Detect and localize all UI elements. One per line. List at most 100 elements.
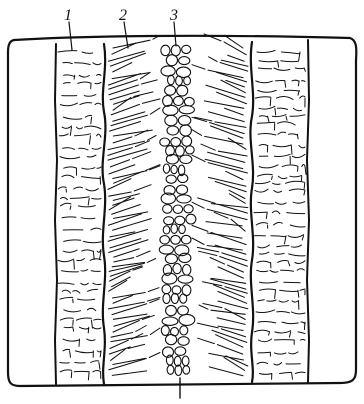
equiaxed-grain: [176, 76, 183, 85]
grain-boundary: [84, 95, 96, 97]
grain-boundary: [258, 352, 270, 353]
equiaxed-grain: [173, 205, 182, 213]
equiaxed-grain: [179, 225, 186, 234]
grain-boundary: [58, 187, 66, 189]
grain-boundary: [286, 116, 287, 120]
grain-boundary: [305, 167, 306, 175]
grain-boundary: [258, 134, 276, 135]
grain-boundary: [304, 68, 305, 71]
grain-boundary: [274, 68, 290, 70]
grain-boundary: [82, 177, 101, 179]
grain-boundary: [278, 132, 286, 134]
equiaxed-grain: [172, 286, 181, 294]
grain-boundary: [288, 235, 303, 238]
grain-boundary: [259, 116, 267, 117]
columnar-crystal: [134, 185, 151, 191]
grain-boundary: [254, 212, 267, 213]
grain-boundary: [77, 259, 85, 261]
grain-boundary: [289, 254, 305, 256]
equiaxed-grain: [180, 326, 188, 335]
grain-boundary: [62, 175, 74, 178]
columnar-crystal: [111, 333, 133, 338]
grain-boundary: [255, 97, 270, 98]
grain-boundary: [63, 349, 70, 351]
grain-boundary: [258, 245, 270, 248]
grain-boundary: [59, 134, 68, 136]
equiaxed-grain: [171, 235, 181, 244]
columnar-crystal: [142, 99, 160, 104]
grain-boundary: [257, 51, 275, 53]
grain-boundary: [280, 372, 292, 373]
equiaxed-grain: [162, 285, 171, 294]
grain-boundary: [274, 363, 282, 365]
grain-boundary: [289, 263, 290, 266]
columnar-crystal: [113, 137, 132, 143]
grain-boundary: [88, 198, 89, 205]
grain-boundary: [75, 351, 93, 353]
equiaxed-grain: [184, 97, 194, 106]
equiaxed-grain: [177, 85, 188, 96]
grain-boundary: [275, 353, 286, 354]
equiaxed-grain: [166, 55, 177, 66]
columnar-crystal: [215, 122, 246, 128]
grain-boundary: [278, 122, 296, 125]
columnar-crystal: [222, 253, 247, 261]
columnar-crystal: [198, 198, 216, 204]
grain-boundary: [302, 236, 303, 240]
grain-boundary: [297, 134, 298, 139]
grain-boundary: [58, 259, 74, 262]
grain-boundary: [81, 218, 95, 219]
columnar-crystal: [113, 40, 150, 48]
equiaxed-grain: [171, 138, 181, 147]
grain-boundary: [91, 228, 101, 230]
columnar-crystal: [204, 101, 244, 108]
grain-boundary: [281, 61, 298, 62]
grain-boundary: [95, 82, 101, 83]
grain-boundary: [87, 308, 95, 310]
grain-boundary: [81, 270, 88, 271]
columnar-crystal: [199, 305, 208, 309]
base-metal-boundary-right: [307, 40, 309, 382]
grain-boundary: [61, 203, 71, 206]
equiaxed-grain: [160, 138, 170, 146]
columnar-crystal: [192, 65, 205, 69]
grain-boundary: [61, 198, 68, 200]
columnar-crystal: [211, 204, 248, 208]
grain-boundary: [285, 81, 286, 87]
columnar-crystal: [209, 367, 243, 376]
grain-boundary: [292, 312, 306, 314]
grain-boundary: [259, 106, 275, 109]
grain-boundary: [302, 165, 305, 167]
grain-boundary: [79, 75, 89, 77]
grain-boundary: [270, 270, 278, 272]
grain-boundary: [88, 289, 98, 291]
columnar-crystal: [114, 316, 150, 326]
grain-boundary: [275, 290, 276, 298]
grain-boundary: [275, 108, 276, 115]
equiaxed-grain: [182, 136, 192, 146]
equiaxed-grain: [178, 337, 189, 346]
columnar-crystal: [147, 259, 155, 263]
columnar-crystal: [192, 238, 204, 245]
grain-boundary: [63, 148, 75, 150]
equiaxed-grain: [184, 77, 191, 85]
grain-boundary: [255, 181, 270, 183]
columnar-crystal: [218, 267, 243, 278]
equiaxed-grain: [179, 314, 195, 325]
columnar-crystal: [113, 112, 145, 121]
grain-boundary: [82, 168, 95, 169]
equiaxed-grain: [179, 57, 190, 65]
grain-boundary: [284, 282, 300, 283]
grain-boundary: [289, 189, 305, 191]
grain-boundary: [266, 213, 267, 219]
equiaxed-grain: [171, 293, 178, 303]
equiaxed-grain: [166, 305, 177, 315]
grain-boundary: [79, 339, 80, 346]
equiaxed-grain: [181, 235, 191, 244]
grain-boundary: [256, 223, 267, 225]
grain-boundary: [304, 191, 305, 196]
grain-boundary: [298, 81, 299, 86]
columnar-crystal: [228, 138, 246, 149]
columnar-crystal: [110, 122, 141, 132]
grain-boundary: [99, 363, 100, 370]
